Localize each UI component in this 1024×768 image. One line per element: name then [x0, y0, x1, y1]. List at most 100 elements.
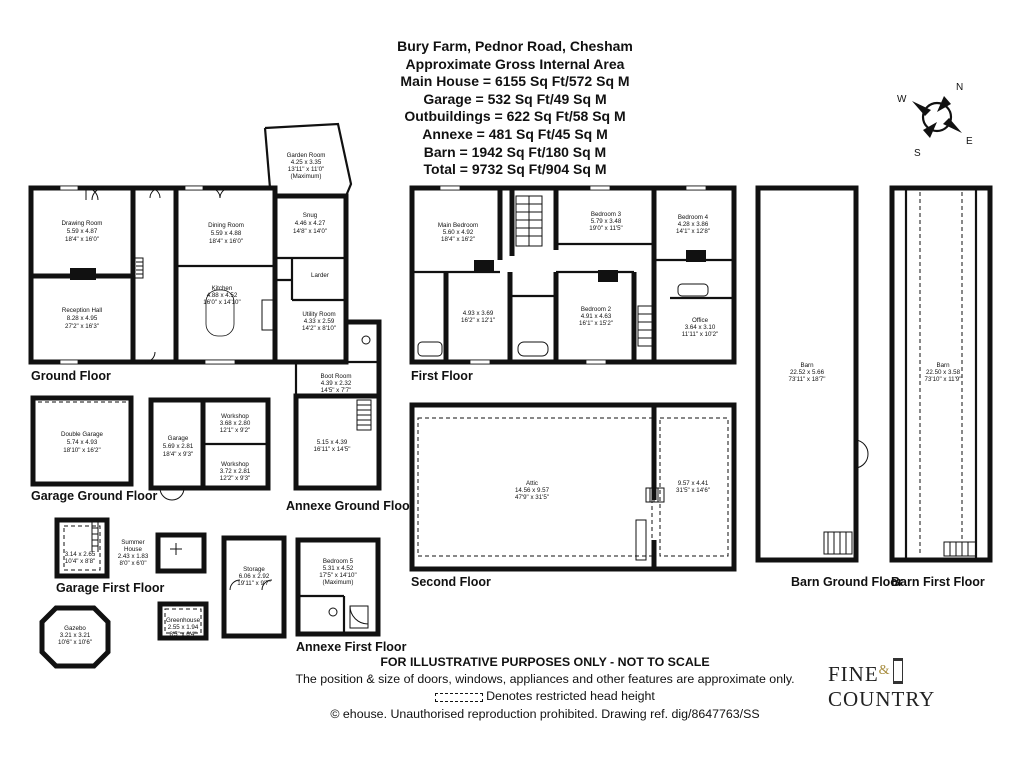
stairs-icon [637, 305, 653, 347]
room-note: (Maximum) [323, 579, 354, 586]
stairs-icon [133, 257, 144, 279]
greenhouse-plan: Greenhouse 2.55 x 1.94 8'5" x 6'4" [157, 601, 209, 641]
plan-header: Bury Farm, Pednor Road, Chesham Approxim… [300, 38, 730, 179]
barn-first-outline [889, 185, 993, 563]
stairs-icon [943, 541, 977, 557]
greenhouse-outline [157, 601, 209, 641]
room-label: House [124, 546, 142, 553]
area-main-house: Main House = 6155 Sq Ft/572 Sq M [400, 73, 630, 90]
door-icon [159, 487, 185, 501]
logo-ampersand: & [878, 663, 891, 678]
room-label: Gazebo [64, 625, 86, 632]
room-dimensions: 5.15 x 4.39 [317, 439, 348, 446]
garage-first-plan: 3.14 x 2.65 10'4" x 8'8" Garage First Fl… [54, 517, 164, 595]
bath-icon [677, 283, 709, 297]
barn-ground-plan: Barn 22.52 x 5.66 73'11" x 18'7" Barn Gr… [755, 185, 903, 589]
summer-house-outline [155, 532, 207, 574]
stairs-icon [635, 519, 647, 561]
compass-w-label: W [897, 94, 907, 105]
room-dimensions: 2.55 x 1.94 [168, 624, 199, 631]
bath-icon [417, 341, 443, 357]
floor-label-second: Second Floor [411, 575, 491, 589]
room-dimensions: 5.79 x 3.48 [591, 218, 622, 225]
garden-room-outline [264, 122, 353, 197]
fireplace-icon [70, 268, 96, 280]
area-garage: Garage = 532 Sq Ft/49 Sq M [423, 90, 607, 107]
room-dimensions: 19'11" x 9'7" [237, 580, 270, 587]
second-floor-plan: Attic 14.56 x 9.57 47'9" x 31'5" 9.57 x … [409, 402, 737, 589]
room-dimensions: 2.43 x 1.83 [118, 553, 149, 560]
storage-plan: Storage 6.06 x 2.92 19'11" x 9'7" [221, 535, 287, 639]
room-label: Drawing Room [62, 220, 103, 227]
storage-outline [221, 535, 287, 639]
room-dimensions: 4.91 x 4.63 [581, 313, 612, 320]
room-dimensions: 73'10" x 11'9" [925, 376, 962, 383]
room-label: Larder [311, 272, 329, 279]
room-label: Greenhouse [166, 617, 201, 624]
room-dimensions: 6.06 x 2.92 [239, 573, 270, 580]
fireplace-icon [686, 250, 706, 262]
room-dimensions: 16'2" x 12'1" [461, 317, 495, 324]
floor-label-garage-ground: Garage Ground Floor [31, 489, 158, 503]
first-floor-outline [409, 185, 737, 365]
compass-icon: N E S W [897, 82, 973, 159]
room-dimensions: 4.46 x 4.27 [295, 220, 326, 227]
room-dimensions: 14'1" x 12'8" [676, 228, 710, 235]
room-dimensions: 14'5" x 7'7" [321, 387, 352, 394]
first-floor-plan: Main Bedroom 5.60 x 4.92 18'4" x 16'2" B… [409, 185, 737, 383]
room-label: Summer [121, 539, 144, 546]
room-dimensions: 5.60 x 4.92 [443, 229, 474, 236]
room-dimensions: 18'10" x 16'2" [63, 447, 100, 454]
toilet-icon [328, 607, 338, 617]
stairs-icon [356, 399, 372, 431]
room-label: Bedroom 5 [323, 558, 354, 565]
kitchen-island-icon [205, 289, 235, 337]
room-dimensions: 18'4" x 9'3" [163, 451, 194, 458]
room-dimensions: 17'5" x 14'10" [319, 572, 356, 579]
garage-first-outline [54, 517, 110, 579]
door-icon [229, 579, 273, 591]
room-dimensions: 4.93 x 3.69 [463, 310, 494, 317]
room-label: Office [692, 317, 709, 324]
room-label: Bedroom 3 [591, 211, 622, 218]
area-barn: Barn = 1942 Sq Ft/180 Sq M [423, 143, 607, 160]
logo-word-fine: FINE [828, 662, 879, 686]
area-outbuildings: Outbuildings = 622 Sq Ft/58 Sq M [404, 108, 626, 125]
room-dimensions: 8'0" x 6'0" [119, 560, 146, 567]
room-dimensions: 5.74 x 4.93 [67, 439, 98, 446]
gazebo-outline [39, 605, 111, 669]
room-dimensions: 22.50 x 3.58 [926, 369, 961, 376]
room-dimensions: 18'4" x 16'2" [441, 236, 475, 243]
copyright-text: © ehouse. Unauthorised reproduction proh… [330, 706, 760, 721]
room-dimensions: 22.52 x 5.66 [790, 369, 825, 376]
dashed-line-icon [435, 692, 484, 702]
floor-label-barn-first: Barn First Floor [891, 575, 985, 589]
room-dimensions: 73'11" x 18'7" [789, 376, 826, 383]
room-dimensions: 14.56 x 9.57 [515, 487, 550, 494]
stairs-icon [645, 487, 665, 503]
room-dimensions: 3.14 x 2.65 [65, 551, 96, 558]
room-dimensions: 18'4" x 16'0" [209, 238, 243, 245]
annexe-ground-plan: Boot Room 4.39 x 2.32 14'5" x 7'7" 5.15 … [286, 319, 415, 513]
room-dimensions: 4.88 x 4.52 [207, 292, 238, 299]
room-dimensions: 11'11" x 10'2" [682, 331, 718, 338]
room-note: (Maximum) [291, 173, 322, 180]
approximation-note: The position & size of doors, windows, a… [295, 672, 795, 687]
head-height-text: Denotes restricted head height [486, 689, 655, 704]
room-label: Bedroom 2 [581, 306, 612, 313]
room-label: Kitchen [212, 285, 233, 292]
compass-n-label: N [956, 82, 963, 93]
garage-workshops-plan: Garage 5.69 x 2.81 18'4" x 9'3" Workshop… [148, 397, 271, 501]
room-dimensions: 10'4" x 8'8" [65, 558, 96, 565]
room-dimensions: 3.68 x 2.80 [220, 420, 251, 427]
room-label: Boot Room [321, 373, 352, 380]
room-dimensions: 4.28 x 3.86 [678, 221, 709, 228]
barn-first-plan: Barn 22.50 x 3.58 73'10" x 11'9" Barn Fi… [889, 185, 993, 589]
room-dimensions: 18'4" x 16'0" [65, 236, 99, 243]
room-dimensions: 5.69 x 2.81 [163, 443, 194, 450]
room-dimensions: 16'1" x 15'2" [579, 320, 613, 327]
room-dimensions: 12'1" x 9'2" [220, 427, 251, 434]
room-dimensions: 12'2" x 9'3" [220, 475, 251, 482]
room-dimensions: 3.72 x 2.81 [220, 468, 251, 475]
room-dimensions: 27'2" x 16'3" [65, 323, 99, 330]
